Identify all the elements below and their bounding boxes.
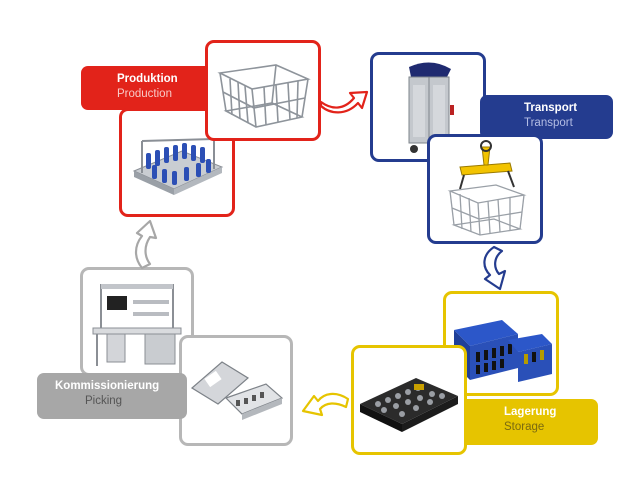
picking-label-tab: Kommissionierung Picking — [37, 373, 187, 419]
transport-trolley-icon — [408, 62, 454, 153]
picking-card-tray — [179, 335, 293, 446]
flow-arrow-picking-to-production — [134, 219, 158, 270]
transport-card-lifter — [427, 134, 543, 244]
production-card-basket — [205, 40, 321, 141]
picking-label-en: Picking — [85, 395, 123, 407]
production-label-en: Production — [117, 88, 172, 100]
transport-label-de: Transport — [524, 102, 578, 114]
picking-label-de: Kommissionierung — [55, 380, 160, 392]
production-label-de: Produktion — [117, 73, 178, 85]
storage-label-de: Lagerung — [504, 406, 557, 418]
transport-label-tab: Transport Transport — [480, 95, 613, 139]
blue-crates-icon — [454, 320, 552, 382]
storage-card-tray — [351, 345, 467, 455]
transport-label-en: Transport — [524, 117, 573, 129]
part-rack-icon — [132, 138, 224, 195]
workstation-icon — [92, 284, 182, 366]
storage-label-en: Storage — [504, 421, 545, 433]
wire-basket-icon — [217, 64, 311, 128]
storage-label-tab: Lagerung Storage — [444, 399, 598, 445]
picking-card-workstation — [80, 267, 194, 376]
parts-tray-icon — [360, 378, 458, 432]
flow-arrow-production-to-transport — [319, 90, 369, 114]
basket-lifter-icon — [447, 140, 527, 236]
flow-arrow-transport-to-storage — [483, 245, 507, 291]
production-label-tab: Produktion Production — [81, 66, 216, 110]
picking-tray-icon — [190, 361, 284, 420]
flow-arrow-storage-to-picking — [301, 392, 350, 417]
